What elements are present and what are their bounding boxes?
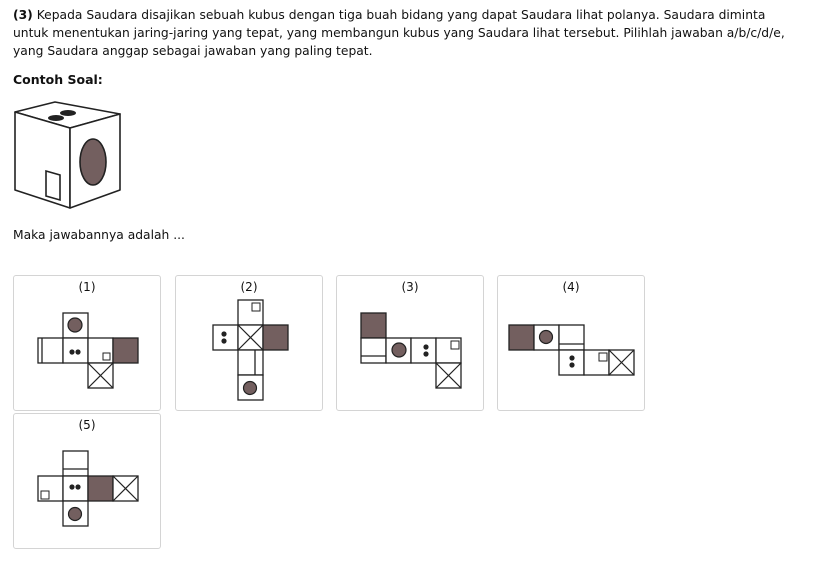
net-face [360, 337, 387, 364]
net-circle [67, 506, 83, 522]
net-small-square [251, 302, 261, 312]
net-face [360, 312, 387, 339]
cube-top-oval [48, 115, 64, 121]
option-1-label: (1) [78, 280, 96, 294]
net-dot [423, 351, 429, 357]
option-1-card[interactable]: (1) [13, 275, 161, 411]
net-dot [221, 338, 227, 344]
net-face [62, 475, 89, 502]
net-face [62, 337, 89, 364]
question-text: (3) Kepada Saudara disajikan sebuah kubu… [13, 6, 793, 60]
net-face [212, 324, 239, 351]
net-small-square [450, 340, 460, 350]
net-dot [75, 349, 81, 355]
option-2-card[interactable]: (2) [175, 275, 323, 411]
option-5-net [37, 450, 139, 527]
net-dot [69, 349, 75, 355]
net-small-square [40, 490, 50, 500]
option-3-label: (3) [401, 280, 419, 294]
net-circle [538, 329, 554, 345]
option-4-net [508, 324, 635, 376]
net-dot [569, 355, 575, 361]
net-dot [69, 484, 75, 490]
net-face [112, 337, 139, 364]
answer-prompt: Maka jawabannya adalah ... [13, 228, 185, 242]
net-face [410, 337, 437, 364]
net-face [508, 324, 535, 351]
net-dot [569, 362, 575, 368]
net-face [62, 450, 89, 477]
question-body: Kepada Saudara disajikan sebuah kubus de… [13, 8, 785, 58]
option-2-net [212, 299, 289, 401]
net-circle [242, 380, 258, 396]
option-4-label: (4) [562, 280, 580, 294]
cube-right-oval [79, 138, 107, 186]
question-number: (3) [13, 8, 33, 22]
option-5-label: (5) [78, 418, 96, 432]
option-4-card[interactable]: (4) [497, 275, 645, 411]
net-dot [423, 344, 429, 350]
net-face [237, 349, 264, 376]
option-2-label: (2) [240, 280, 258, 294]
net-small-square [598, 352, 608, 362]
cube-top-oval [60, 110, 76, 116]
net-face [87, 475, 114, 502]
example-cube-figure [14, 101, 121, 209]
net-face [558, 324, 585, 351]
net-face [262, 324, 289, 351]
net-dot [221, 331, 227, 337]
option-3-net [360, 312, 462, 389]
net-small-square [102, 352, 111, 361]
net-dot [75, 484, 81, 490]
cube-left-face [14, 111, 71, 209]
example-heading: Contoh Soal: [13, 72, 103, 87]
net-circle [67, 317, 83, 333]
cube-left-rectangle [45, 169, 61, 202]
option-1-net [37, 312, 139, 389]
option-3-card[interactable]: (3) [336, 275, 484, 411]
net-circle [391, 342, 407, 358]
option-5-card[interactable]: (5) [13, 413, 161, 549]
